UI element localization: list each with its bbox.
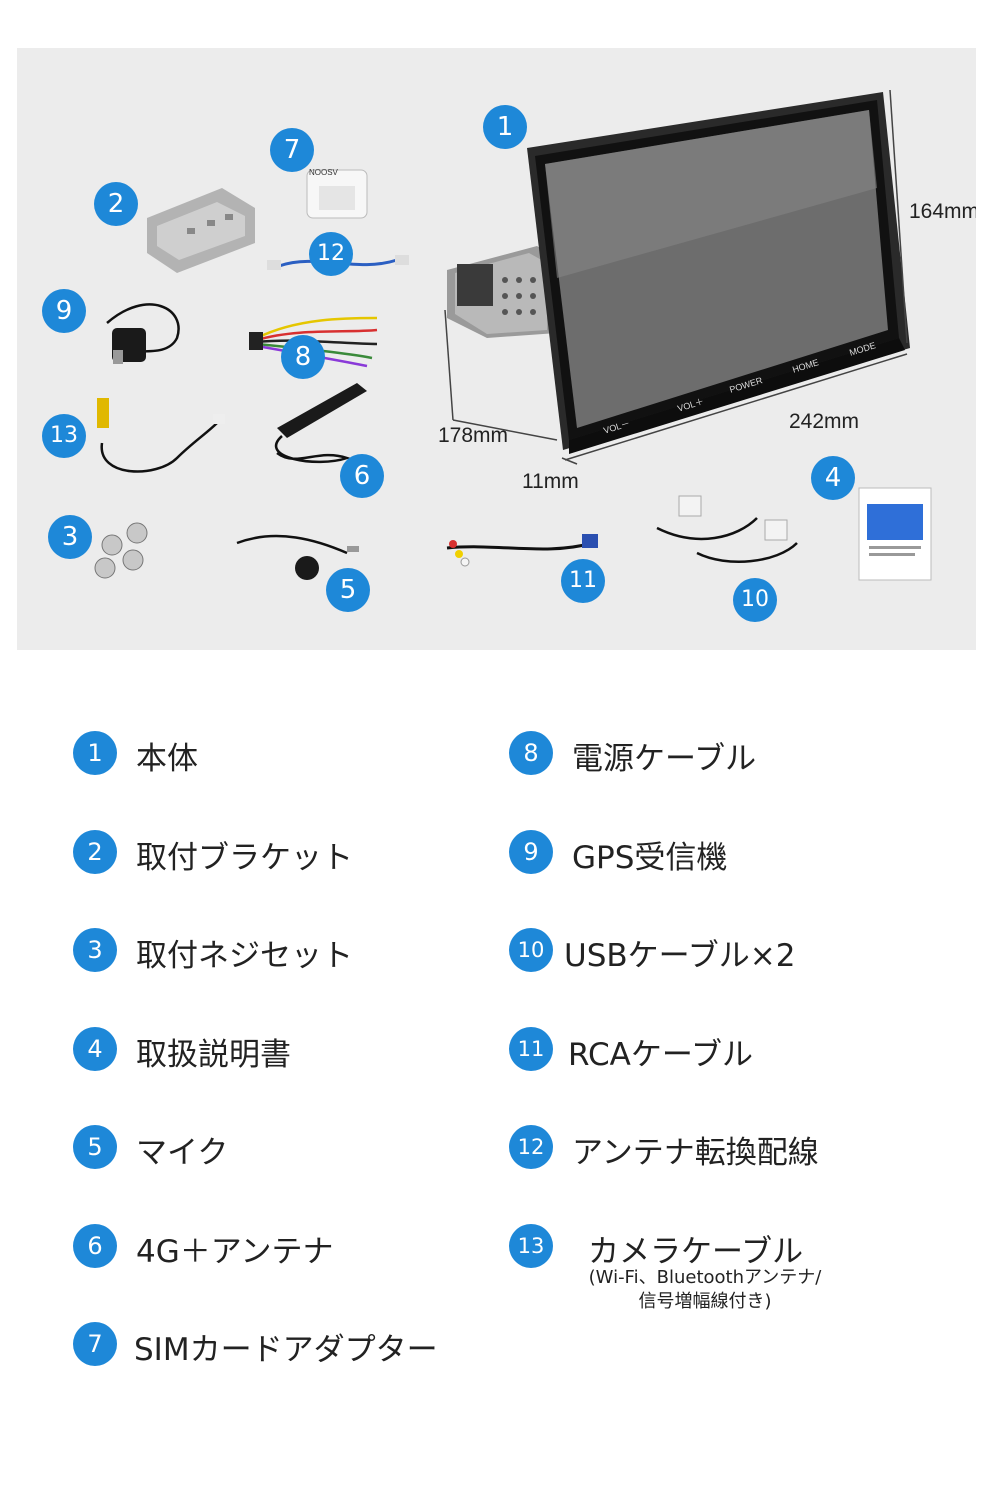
list-item-4: 取扱説明書 (136, 1037, 291, 1073)
sim-adapter (306, 169, 368, 219)
list-item-12: アンテナ転換配線 (572, 1135, 819, 1171)
list-badge-10: 10 (509, 928, 553, 972)
photo-badge-9: 9 (42, 289, 86, 333)
list-item-9: GPS受信機 (572, 840, 728, 876)
mounting-bracket (147, 188, 255, 273)
dimension-width: 242mm (789, 410, 860, 433)
head-unit-chassis (447, 246, 557, 338)
list-item-2: 取付ブラケット (136, 840, 353, 876)
photo-badge-8: 8 (281, 335, 325, 379)
head-unit-screen (527, 92, 910, 454)
screw-set (94, 522, 148, 579)
list-badge-8: 8 (509, 731, 553, 775)
list-item-11: RCAケーブル (568, 1037, 753, 1073)
usb-cables (656, 495, 798, 563)
product-photo: VOL－ VOL＋ POWER HOME MODE NOOSV 164mm 24… (17, 48, 976, 650)
list-item-8: 電源ケーブル (572, 741, 757, 777)
dimension-thickness: 11mm (522, 470, 579, 493)
photo-badge-12: 12 (309, 232, 353, 276)
list-badge-5: 5 (73, 1125, 117, 1169)
list-badge-9: 9 (509, 830, 553, 874)
photo-badge-4: 4 (811, 456, 855, 500)
list-item-13-note-1: (Wi-Fi、Bluetoothアンテナ/ (588, 1267, 822, 1288)
list-badge-2: 2 (73, 830, 117, 874)
manual-booklet (858, 487, 932, 581)
camera-cable (97, 398, 225, 473)
photo-badge-2: 2 (94, 182, 138, 226)
list-item-5: マイク (136, 1135, 229, 1171)
list-badge-12: 12 (509, 1125, 553, 1169)
list-badge-13: 13 (509, 1224, 553, 1268)
photo-badge-13: 13 (42, 414, 86, 458)
photo-badge-1: 1 (483, 105, 527, 149)
list-item-1: 本体 (136, 741, 198, 777)
list-item-6: 4G＋アンテナ (136, 1234, 334, 1270)
list-badge-4: 4 (73, 1027, 117, 1071)
microphone (236, 534, 359, 580)
photo-badge-5: 5 (326, 568, 370, 612)
rca-cable (446, 534, 598, 567)
photo-badge-11: 11 (561, 559, 605, 603)
list-badge-6: 6 (73, 1224, 117, 1268)
dimension-lines (444, 89, 908, 465)
list-item-7: SIMカードアダプター (134, 1332, 438, 1368)
sim-brand: NOOSV (309, 168, 338, 177)
photo-badge-7: 7 (270, 128, 314, 172)
list-item-13: カメラケーブル (588, 1234, 804, 1270)
list-badge-3: 3 (73, 928, 117, 972)
list-badge-7: 7 (73, 1322, 117, 1366)
product-illustration (94, 89, 932, 581)
lte-antenna (274, 383, 367, 464)
dimension-height: 164mm (909, 200, 976, 223)
photo-badge-10: 10 (733, 578, 777, 622)
list-item-10: USBケーブル×2 (564, 938, 796, 974)
gps-receiver (106, 303, 180, 364)
list-item-13-note-2: 信号増幅線付き) (638, 1291, 772, 1312)
photo-badge-3: 3 (48, 515, 92, 559)
dimension-depth: 178mm (438, 424, 509, 447)
photo-badge-6: 6 (340, 454, 384, 498)
list-item-3: 取付ネジセット (136, 938, 353, 974)
list-badge-11: 11 (509, 1027, 553, 1071)
list-badge-1: 1 (73, 731, 117, 775)
